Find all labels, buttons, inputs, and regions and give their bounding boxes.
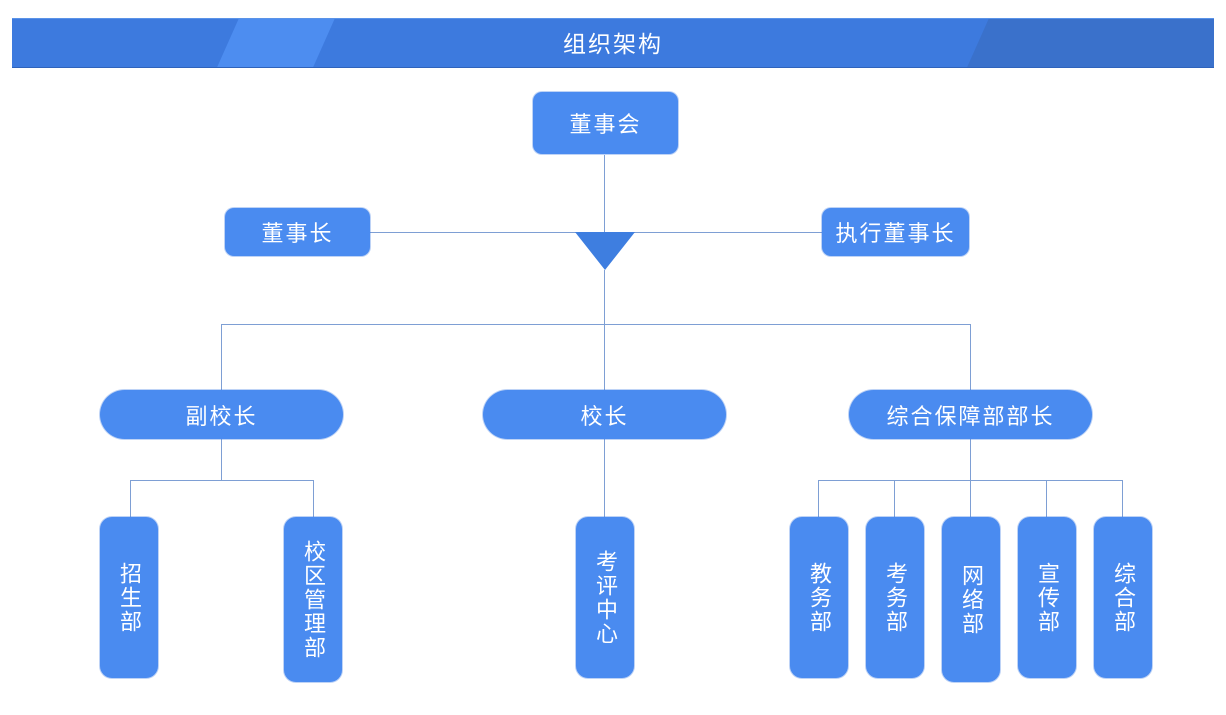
node-network-label: 网络部 bbox=[958, 563, 984, 636]
connector-drop-vice-principal bbox=[221, 324, 222, 390]
page-header-banner: 组织架构 bbox=[12, 18, 1214, 68]
node-exec-chairman[interactable]: 执行董事长 bbox=[822, 208, 969, 256]
connector-vice-principal-bus bbox=[130, 480, 314, 481]
node-exam-affairs[interactable]: 考务部 bbox=[866, 517, 924, 678]
node-general[interactable]: 综合部 bbox=[1094, 517, 1152, 678]
connector-drop-general bbox=[1122, 480, 1123, 518]
node-publicity-label: 宣传部 bbox=[1034, 561, 1060, 634]
node-assessment-center-label: 考评中心 bbox=[592, 549, 618, 646]
page-title: 组织架构 bbox=[563, 31, 663, 57]
node-academic-affairs[interactable]: 教务部 bbox=[790, 517, 848, 678]
node-publicity[interactable]: 宣传部 bbox=[1018, 517, 1076, 678]
connector-board-to-bus bbox=[604, 155, 605, 233]
connector-level3-bus bbox=[221, 324, 971, 325]
connector-drop-admissions bbox=[130, 480, 131, 518]
connector-drop-academic-affairs bbox=[818, 480, 819, 518]
node-campus-mgmt-label: 校区管理部 bbox=[300, 539, 326, 660]
node-support-head[interactable]: 综合保障部部长 bbox=[849, 390, 1092, 439]
node-admissions-label: 招生部 bbox=[116, 561, 142, 634]
connector-support-head-stem bbox=[970, 438, 971, 480]
connector-drop-publicity bbox=[1046, 480, 1047, 518]
node-board[interactable]: 董事会 bbox=[533, 92, 678, 154]
node-general-label: 综合部 bbox=[1110, 561, 1136, 634]
connector-drop-exam-affairs bbox=[894, 480, 895, 518]
connector-vice-principal-stem bbox=[221, 438, 222, 480]
connector-drop-network bbox=[970, 480, 971, 518]
node-network[interactable]: 网络部 bbox=[942, 517, 1000, 682]
node-assessment-center[interactable]: 考评中心 bbox=[576, 517, 634, 678]
node-principal[interactable]: 校长 bbox=[483, 390, 726, 439]
node-academic-affairs-label: 教务部 bbox=[806, 561, 832, 634]
connector-drop-assessment-center bbox=[604, 438, 605, 518]
node-campus-mgmt[interactable]: 校区管理部 bbox=[284, 517, 342, 682]
node-exam-affairs-label: 考务部 bbox=[882, 561, 908, 634]
node-chairman[interactable]: 董事长 bbox=[225, 208, 370, 256]
connector-drop-support-head bbox=[970, 324, 971, 390]
connector-junction-to-level3-bus bbox=[604, 270, 605, 324]
connector-drop-campus-mgmt bbox=[313, 480, 314, 518]
junction-triangle-marker bbox=[575, 232, 635, 270]
node-admissions[interactable]: 招生部 bbox=[100, 517, 158, 678]
node-vice-principal[interactable]: 副校长 bbox=[100, 390, 343, 439]
connector-drop-principal bbox=[604, 324, 605, 390]
